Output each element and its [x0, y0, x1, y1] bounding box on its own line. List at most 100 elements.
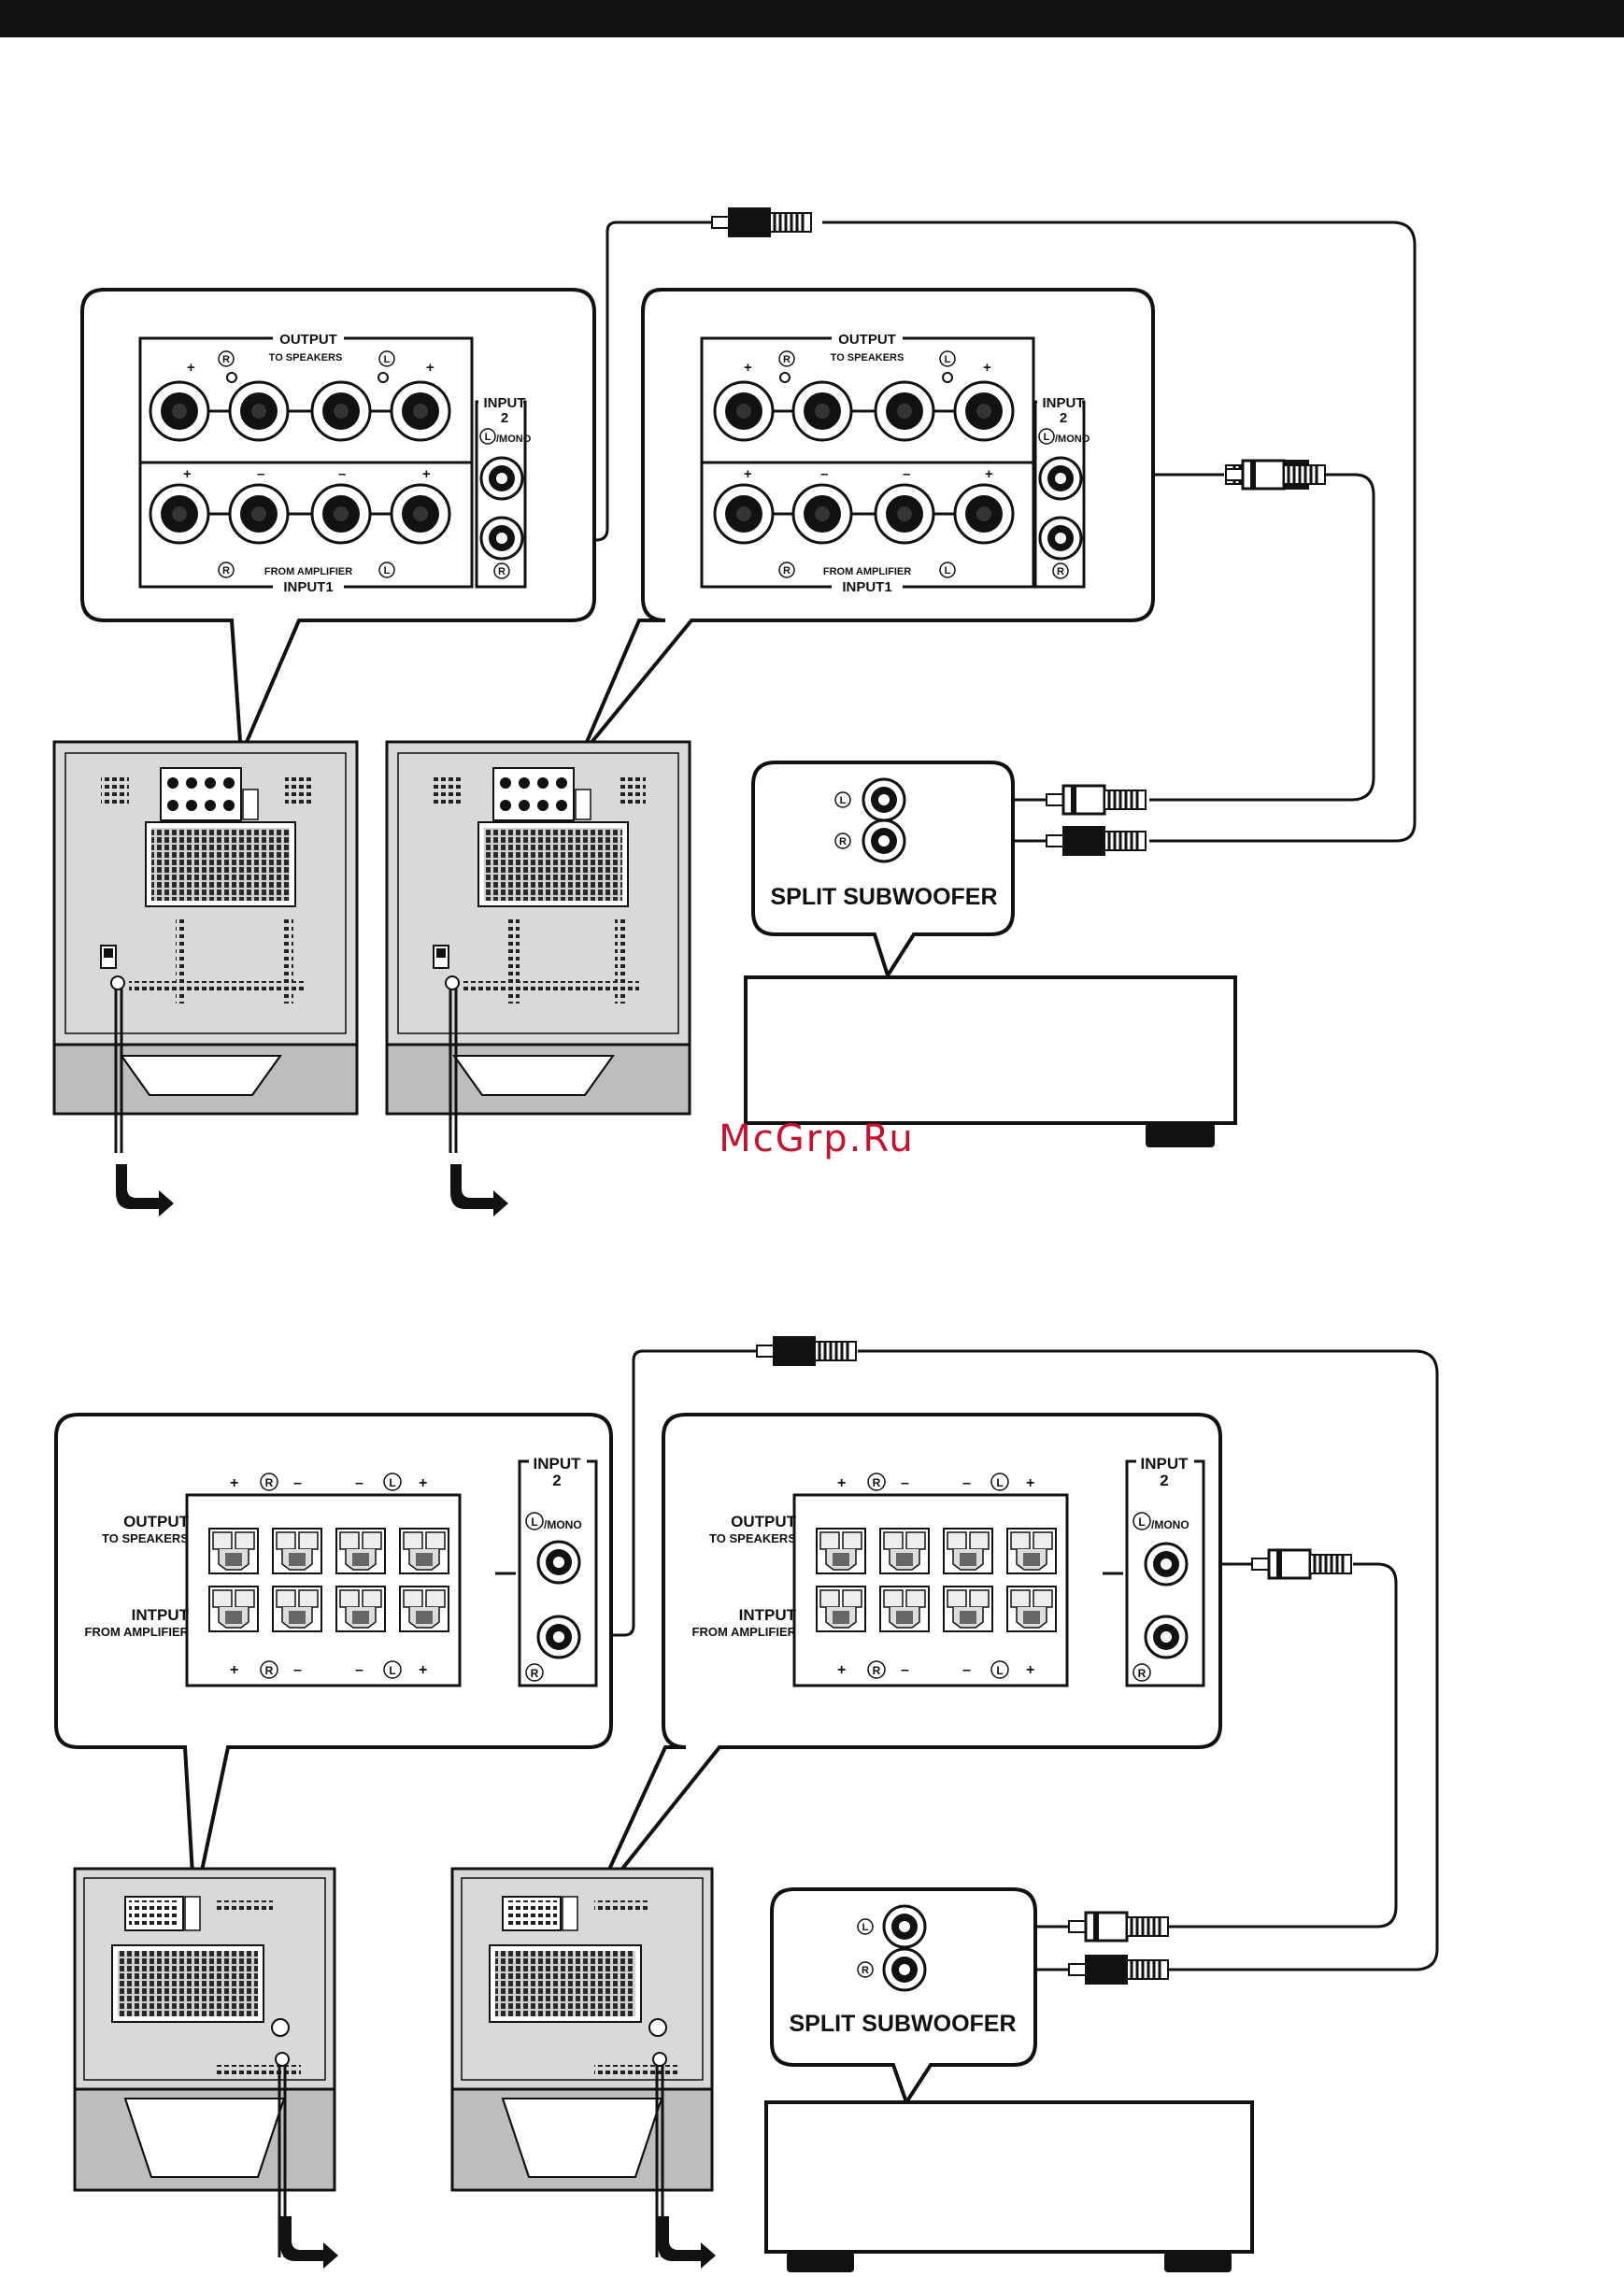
svg-text:TO SPEAKERS: TO SPEAKERS [709, 1531, 796, 1545]
svg-text:+: + [187, 360, 195, 376]
svg-text:OUTPUT: OUTPUT [731, 1513, 797, 1530]
svg-text:+: + [1026, 1662, 1034, 1678]
output-label: OUTPUT [279, 332, 337, 348]
svg-text:–: – [962, 1662, 971, 1678]
split-subwoofer-callout-bottom [770, 1887, 1037, 2107]
svg-text:R: R [265, 1664, 274, 1677]
intput-label: INTPUT [132, 1606, 190, 1624]
svg-text:L: L [531, 1516, 537, 1529]
amplifier-top [744, 975, 1237, 1125]
svg-text:OUTPUT: OUTPUT [123, 1513, 190, 1530]
svg-text:L: L [945, 354, 951, 365]
svg-text:+: + [419, 1475, 427, 1491]
svg-text:L: L [862, 1922, 869, 1933]
split-subwoofer-label: SPLIT SUBWOOFER [770, 884, 997, 910]
svg-text:R: R [862, 1965, 869, 1976]
svg-text:L: L [840, 795, 847, 806]
svg-text:R: R [783, 565, 791, 576]
panel-labels-bottom-right: + R – – L + + R – – L + OUTPUT TO SPEAKE… [692, 1452, 1194, 1682]
svg-text:+: + [230, 1662, 238, 1678]
svg-text:L: L [996, 1476, 1003, 1489]
svg-text:L: L [389, 1664, 395, 1677]
svg-text:+: + [983, 360, 991, 376]
svg-text:R: R [222, 565, 230, 576]
svg-text:INPUT: INPUT [1043, 395, 1085, 411]
from-amplifier-label: FROM AMPLIFIER [264, 566, 352, 577]
svg-text:FROM AMPLIFIER: FROM AMPLIFIER [823, 566, 911, 577]
svg-text:L: L [1138, 1516, 1145, 1529]
svg-text:–: – [355, 1475, 363, 1491]
svg-text:L: L [1044, 432, 1050, 443]
svg-text:2: 2 [1160, 1472, 1168, 1489]
svg-text:+: + [837, 1475, 846, 1491]
power-arrow-icon [280, 2216, 338, 2269]
svg-text:+: + [985, 466, 993, 482]
svg-text:2: 2 [501, 410, 508, 426]
header-bar [0, 0, 1624, 37]
power-arrow-icon [450, 1164, 508, 1217]
svg-text:TO SPEAKERS: TO SPEAKERS [831, 352, 905, 363]
svg-text:R: R [1057, 566, 1064, 577]
svg-text:+: + [426, 360, 434, 376]
power-arrow-icon [116, 1164, 174, 1217]
svg-text:R: R [531, 1667, 539, 1680]
svg-text:R: R [265, 1476, 274, 1489]
svg-text:SPLIT SUBWOOFER: SPLIT SUBWOOFER [789, 2011, 1016, 2037]
svg-text:–: – [355, 1662, 363, 1678]
svg-text:R: R [783, 354, 791, 365]
terminal-panel-top-left [138, 336, 527, 589]
svg-text:/MONO: /MONO [1151, 1518, 1190, 1531]
terminal-panel-bottom-left [185, 1459, 598, 1687]
svg-text:–: – [901, 1662, 909, 1678]
svg-text:+: + [744, 360, 752, 376]
svg-text:OUTPUT: OUTPUT [838, 332, 896, 348]
input2-label: INPUT [484, 395, 526, 411]
panel-labels-top-left: OUTPUT TO SPEAKERS + + R L + – – + R FRO… [183, 330, 532, 595]
to-speakers-label: TO SPEAKERS [269, 352, 343, 363]
svg-text:R: R [873, 1476, 881, 1489]
svg-text:2: 2 [1060, 410, 1067, 426]
svg-text:R: R [873, 1664, 881, 1677]
svg-text:+: + [183, 466, 192, 482]
svg-text:–: – [293, 1475, 302, 1491]
svg-text:INPUT: INPUT [534, 1455, 582, 1473]
svg-text:/MONO: /MONO [1055, 434, 1090, 445]
svg-text:R: R [498, 566, 506, 577]
svg-text:–: – [903, 466, 910, 482]
panel-labels-top-right: OUTPUT TO SPEAKERS + + R L + – – + R FRO… [744, 330, 1090, 595]
svg-text:–: – [257, 466, 264, 482]
svg-text:INPUT1: INPUT1 [842, 579, 891, 595]
svg-text:–: – [293, 1662, 302, 1678]
svg-text:+: + [837, 1662, 846, 1678]
svg-text:–: – [962, 1475, 971, 1491]
svg-text:R: R [1138, 1667, 1147, 1680]
power-arrow-icon [658, 2216, 716, 2269]
amplifier-bottom [764, 2100, 1254, 2254]
terminal-panel-bottom-right [792, 1459, 1205, 1687]
svg-text:+: + [744, 466, 752, 482]
svg-text:L: L [384, 354, 391, 365]
svg-text:L: L [389, 1476, 395, 1489]
svg-text:L: L [996, 1664, 1003, 1677]
split-subwoofer-callout-top [751, 761, 1015, 980]
mono-label: /MONO [496, 434, 532, 445]
svg-text:R: R [839, 836, 847, 847]
watermark: McGrp.Ru [719, 1117, 914, 1160]
subwoofer-bottom-right [450, 1867, 714, 2257]
svg-text:TO SPEAKERS: TO SPEAKERS [102, 1531, 189, 1545]
svg-text:L: L [384, 565, 391, 576]
svg-text:+: + [1026, 1475, 1034, 1491]
svg-text:–: – [901, 1475, 909, 1491]
input1-label: INPUT1 [283, 579, 333, 595]
svg-text:+: + [230, 1475, 238, 1491]
svg-text:–: – [820, 466, 828, 482]
subwoofer-bottom-left [73, 1867, 336, 2257]
svg-text:L: L [485, 432, 491, 443]
svg-text:/MONO: /MONO [544, 1518, 582, 1531]
subwoofer-top-right [385, 740, 691, 1153]
svg-text:INTPUT: INTPUT [739, 1606, 797, 1624]
subwoofer-top-left [52, 740, 359, 1153]
svg-text:FROM AMPLIFIER: FROM AMPLIFIER [85, 1625, 190, 1639]
terminal-panel-top-right [700, 336, 1086, 589]
